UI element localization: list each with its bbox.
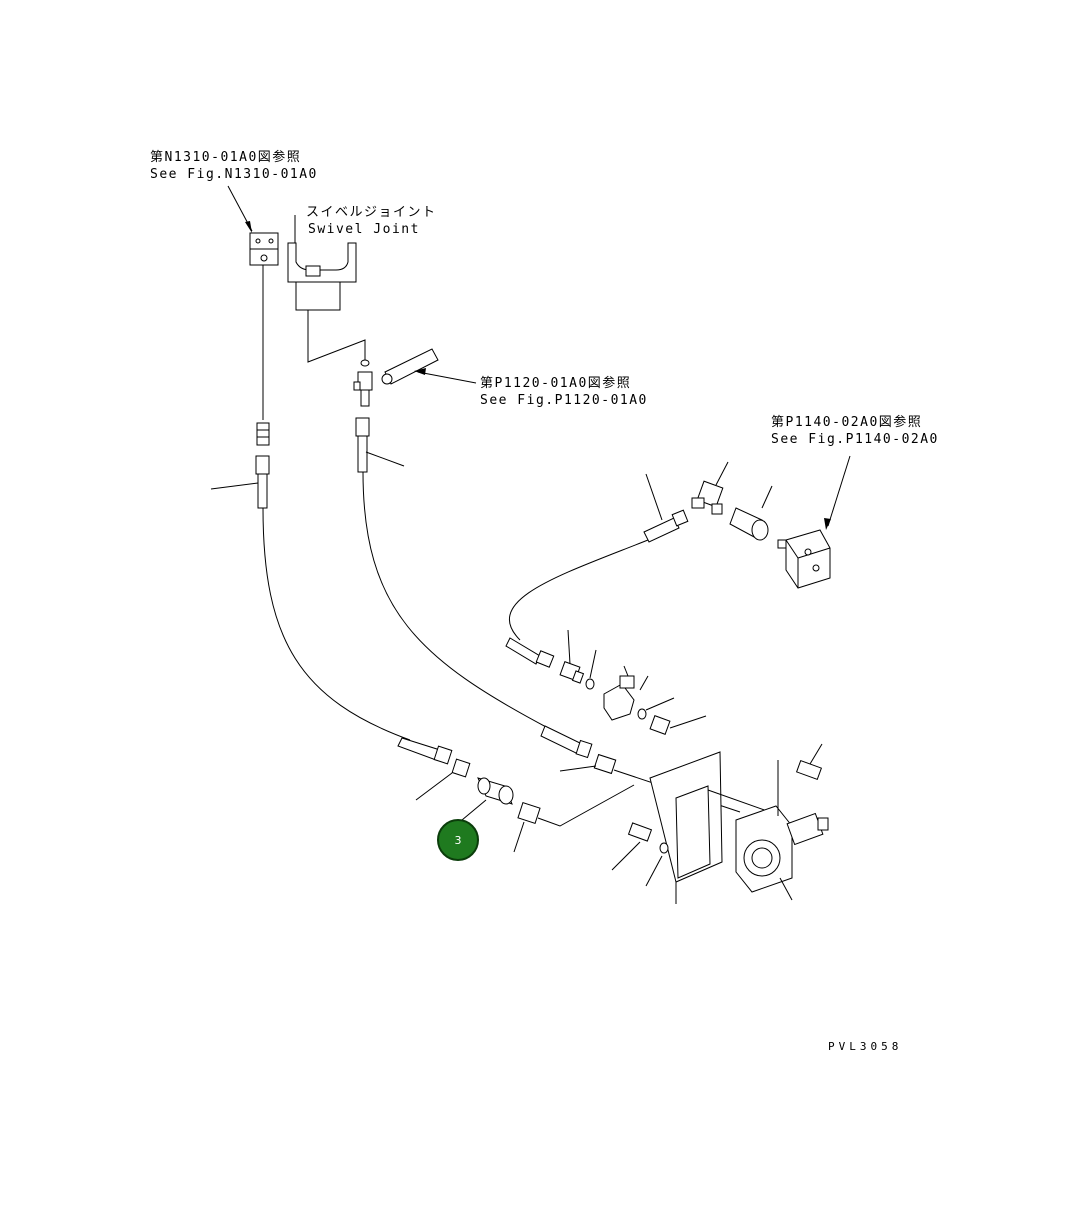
ref-label-p1120-en: See Fig.P1120-01A0 (480, 393, 648, 408)
part-callout-3[interactable]: 3 (437, 819, 479, 861)
hose-left (210, 422, 411, 741)
drawing-code: PVL3058 (828, 1040, 903, 1053)
arrow-n1310 (245, 221, 252, 233)
leader-p1140 (827, 455, 851, 527)
ref-label-n1310-en: See Fig.N1310-01A0 (150, 167, 318, 182)
hose-left-end (397, 737, 471, 801)
bolt-upper-right (795, 743, 823, 781)
hose-end-p1120 (381, 348, 439, 385)
fitting-upper-right (729, 485, 773, 541)
ref-label-p1140-en: See Fig.P1140-02A0 (771, 432, 939, 447)
bolt-lower (611, 822, 669, 887)
elbow-upper-right (691, 461, 729, 515)
elbow-fitting (353, 359, 373, 407)
ref-label-p1120-jp: 第P1120-01A0図参照 (480, 376, 632, 391)
solenoid-valve (735, 760, 829, 901)
hose-middle (355, 417, 549, 729)
part-callout-3-label: 3 (454, 833, 462, 847)
leader-p1120 (417, 371, 477, 384)
valve-p1140 (777, 529, 831, 589)
fitting-block-n1310 (249, 232, 279, 266)
connector-lower (513, 784, 635, 853)
swivel-joint (287, 242, 357, 311)
ref-label-p1140-jp: 第P1140-02A0図参照 (771, 415, 923, 430)
ref-label-n1310-jp: 第N1310-01A0図参照 (150, 150, 302, 165)
swivel-label-jp: スイベルジョイント (306, 205, 437, 220)
small-parts-center (559, 629, 707, 735)
adapter-3 (461, 777, 514, 821)
hose-right (505, 473, 689, 668)
swivel-label-en: Swivel Joint (308, 222, 420, 237)
